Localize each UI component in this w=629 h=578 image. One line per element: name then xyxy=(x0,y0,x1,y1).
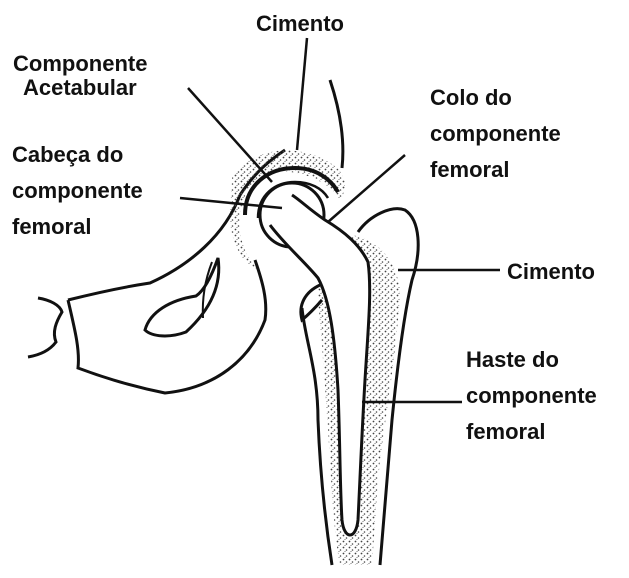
label-line: Haste do xyxy=(466,342,597,378)
label-cabeca: Cabeça do componente femoral xyxy=(12,137,143,245)
leader-componente-acetabular xyxy=(188,88,272,182)
label-line: Acetabular xyxy=(13,76,147,100)
label-haste: Haste do componente femoral xyxy=(466,342,597,450)
label-line: femoral xyxy=(466,414,597,450)
label-cimento-right: Cimento xyxy=(507,258,595,285)
label-line: Componente xyxy=(13,52,147,76)
label-line: femoral xyxy=(430,152,561,188)
label-line: componente xyxy=(430,116,561,152)
leader-cimento-top xyxy=(297,38,307,150)
label-cimento-top: Cimento xyxy=(256,10,344,37)
obturator-foramen xyxy=(145,258,219,336)
label-line: componente xyxy=(466,378,597,414)
label-componente-acetabular: Componente Acetabular xyxy=(13,52,147,100)
label-colo: Colo do componente femoral xyxy=(430,80,561,188)
bracket-mark xyxy=(28,298,62,357)
label-line: Colo do xyxy=(430,80,561,116)
label-line: componente xyxy=(12,173,143,209)
label-line: femoral xyxy=(12,209,143,245)
ilium-right-edge xyxy=(330,80,343,168)
label-line: Cabeça do xyxy=(12,137,143,173)
